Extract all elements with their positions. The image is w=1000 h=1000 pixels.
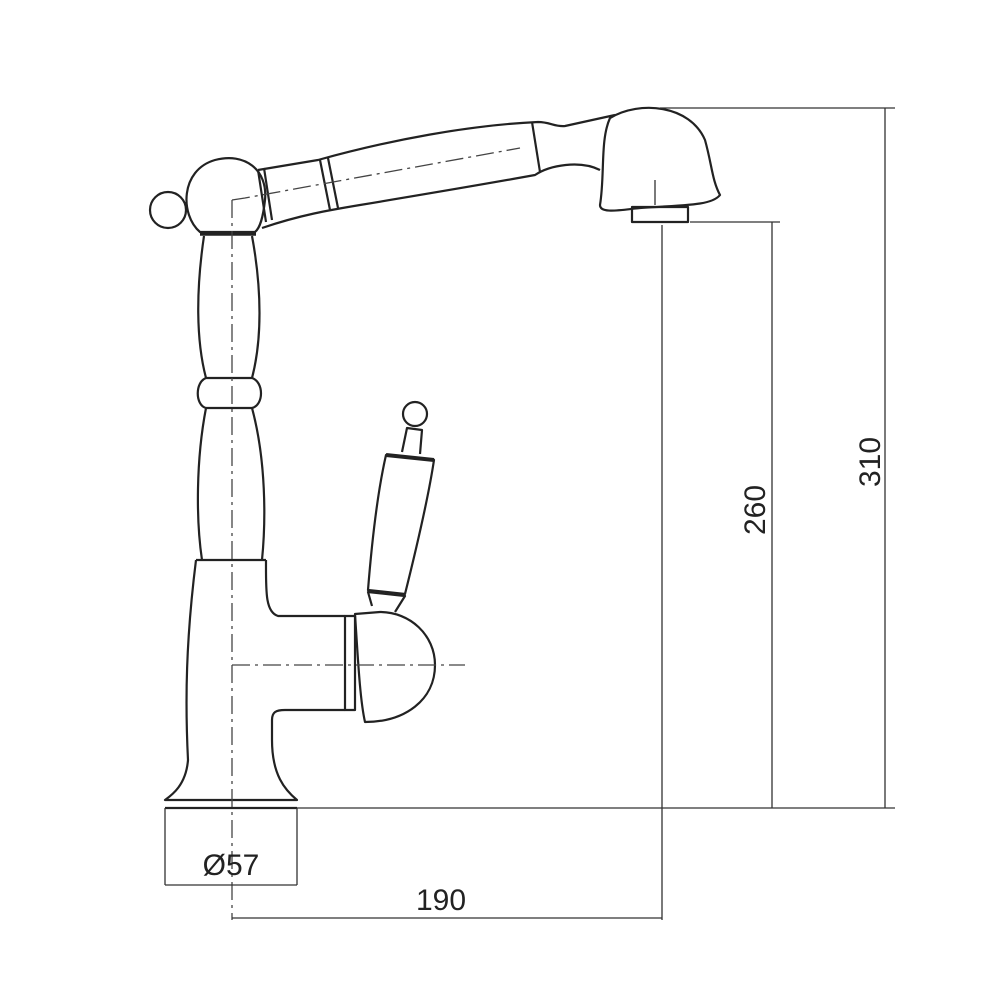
spout-reach-label: 190 [416, 884, 466, 917]
total-height-label: 310 [854, 437, 887, 487]
valve-collar [343, 614, 357, 712]
center-lines [231, 147, 656, 920]
column-ring [196, 376, 263, 410]
lever-handle [366, 453, 436, 596]
valve-dome [353, 610, 437, 724]
head-ball [185, 157, 267, 234]
dimension-lines [164, 107, 895, 920]
shower-arm-bottom [261, 163, 601, 230]
shower-nozzle [630, 205, 690, 224]
lever-knob [401, 400, 429, 428]
lever-neck [366, 590, 407, 613]
faucet-outline [148, 106, 722, 810]
shower-arm-top [257, 113, 616, 172]
spout-height-label: 260 [739, 485, 772, 535]
lower-body [163, 559, 345, 802]
side-knob [148, 190, 188, 230]
base-diameter-label: Ø57 [203, 849, 260, 882]
upper-column [197, 235, 261, 379]
shower-head [598, 106, 722, 212]
